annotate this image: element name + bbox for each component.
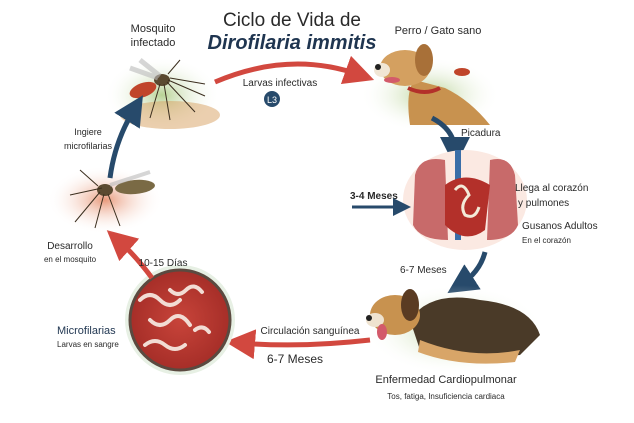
disease-time-label: 6-7 Meses bbox=[400, 265, 447, 276]
ingestion-label: Ingiere bbox=[74, 127, 102, 137]
heart-label-2: y pulmones bbox=[518, 198, 569, 209]
ingestion-label-2: microfilarias bbox=[64, 141, 113, 151]
microfilariae-label: Microfilarias bbox=[57, 325, 116, 337]
development-label: Desarrollo bbox=[47, 241, 93, 252]
microfilariae-blood-circle bbox=[125, 265, 235, 375]
heart-time-label: 3-4 Meses bbox=[350, 191, 398, 202]
infected-mosquito-label: Mosquito bbox=[131, 23, 176, 35]
arrow-mosquito-to-host bbox=[214, 55, 375, 85]
development-sub: en el mosquito bbox=[44, 255, 97, 264]
transmission-label: Larvas infectivas bbox=[243, 78, 317, 89]
circulation-time: 6-7 Meses bbox=[267, 352, 323, 366]
heart-lungs-illustration bbox=[403, 150, 527, 250]
arrow-bite bbox=[430, 115, 470, 167]
arrow-circulation bbox=[225, 329, 371, 360]
arrow-to-disease bbox=[447, 251, 488, 294]
arrow-development bbox=[106, 230, 155, 280]
l3-badge bbox=[264, 91, 280, 107]
healthy-host-label: Perro / Gato sano bbox=[395, 25, 482, 37]
bite-label: Picadura bbox=[461, 128, 501, 139]
sick-dog-illustration bbox=[365, 285, 545, 375]
development-time: 10-15 Días bbox=[139, 258, 188, 269]
adult-worms-sub: En el corazón bbox=[522, 236, 571, 245]
title-line2: Dirofilaria immitis bbox=[208, 32, 377, 54]
disease-sub: Tos, fatiga, Insuficiencia cardiaca bbox=[387, 392, 505, 401]
developing-mosquito-illustration bbox=[47, 166, 163, 234]
arrow-ingestion bbox=[107, 95, 143, 179]
heart-label-1: Llega al corazón bbox=[515, 183, 588, 194]
adult-worms-label: Gusanos Adultos bbox=[522, 221, 598, 232]
healthy-dog-illustration bbox=[360, 44, 500, 133]
microfilariae-sub: Larvas en sangre bbox=[57, 340, 119, 349]
disease-label: Enfermedad Cardiopulmonar bbox=[375, 374, 517, 386]
infected-mosquito-label-2: infectado bbox=[131, 37, 176, 49]
circulation-label: Circulación sanguínea bbox=[261, 326, 360, 337]
title-line1: Ciclo de Vida de bbox=[223, 10, 361, 31]
l3-badge-text: L3 bbox=[267, 95, 277, 105]
infected-mosquito-illustration bbox=[104, 57, 220, 133]
